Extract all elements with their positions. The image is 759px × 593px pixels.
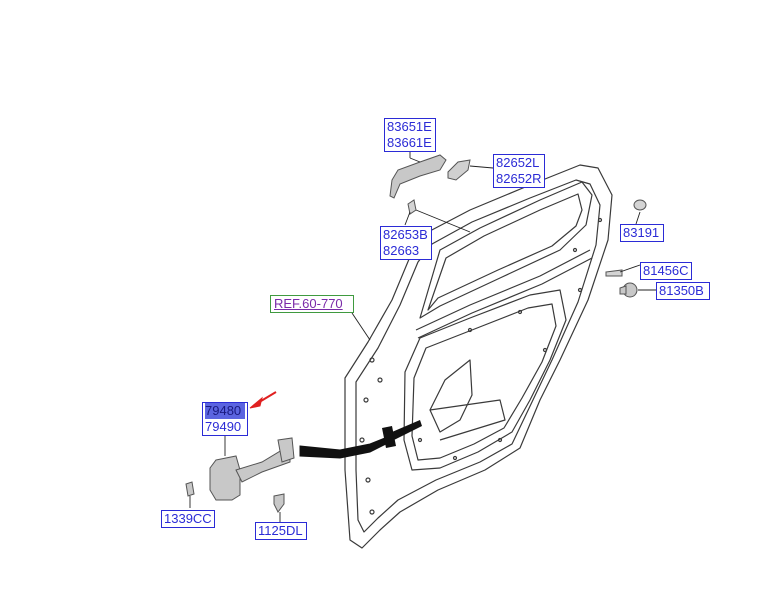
- part-number-83661e: 83661E: [387, 135, 432, 150]
- part-number-82663: 82663: [383, 243, 420, 258]
- part-number-79490: 79490: [205, 419, 242, 434]
- window-frame: [419, 181, 593, 319]
- part-number-83191: 83191: [623, 225, 660, 240]
- handle-cover-part: [447, 159, 471, 181]
- plug-part: [633, 199, 647, 211]
- part-label-79480-79490[interactable]: 79480 79490: [202, 402, 248, 436]
- door-panel-outline: [344, 164, 613, 549]
- part-number-79480: 79480: [205, 403, 245, 419]
- part-label-1339cc[interactable]: 1339CC: [161, 510, 215, 528]
- part-label-81350b[interactable]: 81350B: [656, 282, 710, 300]
- bolt-1125dl: [273, 493, 285, 513]
- checker-arm: [299, 437, 387, 459]
- part-number-1339cc: 1339CC: [164, 511, 212, 526]
- reference-label-60-770[interactable]: REF.60-770: [270, 295, 354, 313]
- part-label-81456c[interactable]: 81456C: [640, 262, 692, 280]
- part-number-81456c: 81456C: [643, 263, 689, 278]
- outside-handle-part: [389, 154, 447, 199]
- part-label-83651e-83661e[interactable]: 83651E 83661E: [384, 118, 436, 152]
- door-inner-opening: [403, 289, 567, 471]
- striker-part: [619, 282, 638, 298]
- part-label-83191[interactable]: 83191: [620, 224, 664, 242]
- part-label-1125dl[interactable]: 1125DL: [255, 522, 307, 540]
- selection-pointer-arrow: [249, 391, 277, 409]
- part-number-83651e: 83651E: [387, 119, 432, 134]
- bolt-1339cc: [185, 481, 195, 497]
- bracket-part: [407, 199, 417, 215]
- screw-part: [605, 269, 623, 277]
- part-number-82653b: 82653B: [383, 227, 428, 242]
- door-checker-part: [209, 437, 295, 501]
- part-number-82652l: 82652L: [496, 155, 540, 170]
- part-number-1125dl: 1125DL: [258, 523, 303, 538]
- reference-number: REF.60-770: [274, 296, 343, 311]
- part-number-82652r: 82652R: [496, 171, 542, 186]
- part-number-81350b: 81350B: [659, 283, 704, 298]
- part-label-82653b-82663[interactable]: 82653B 82663: [380, 226, 432, 260]
- part-label-82652l-82652r[interactable]: 82652L 82652R: [493, 154, 545, 188]
